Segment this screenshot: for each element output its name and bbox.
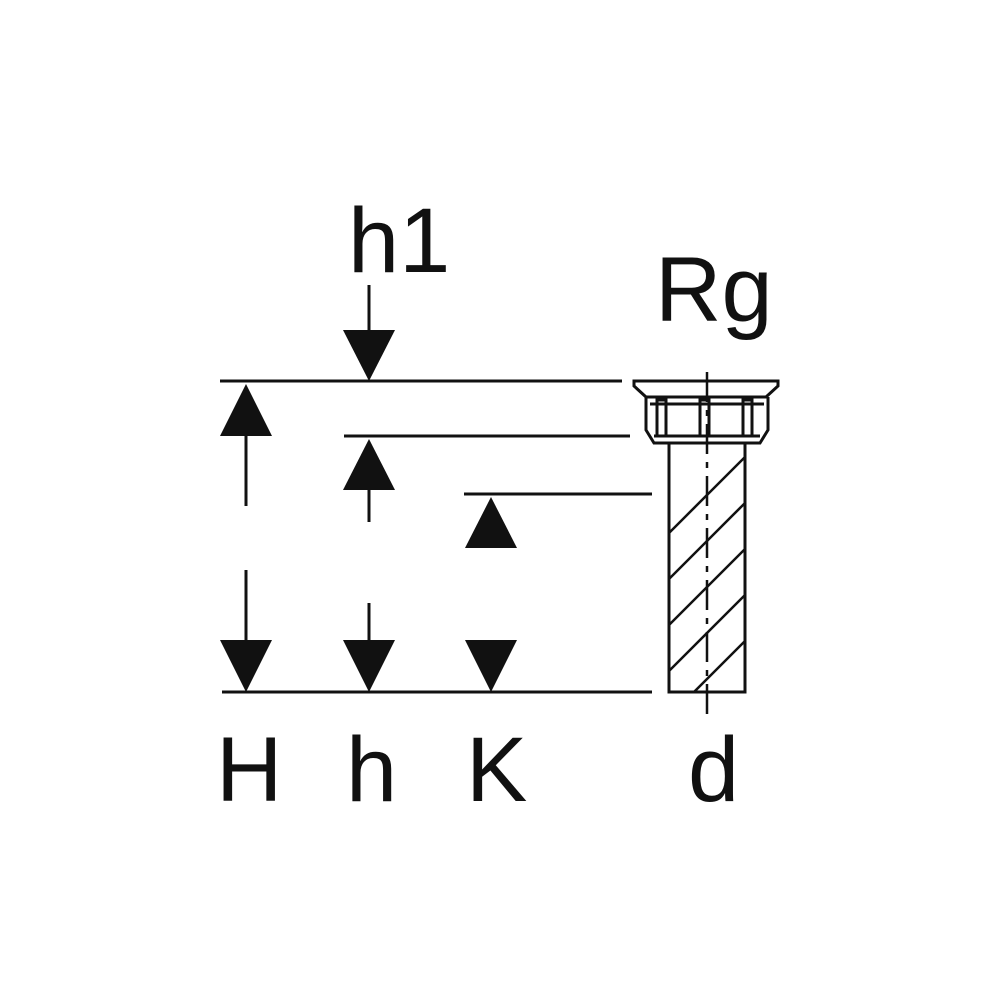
K-arrow-down-head — [465, 640, 517, 692]
label-d: d — [688, 719, 740, 821]
label-h1: h1 — [348, 190, 451, 292]
H-arrow-up-head — [220, 384, 272, 436]
nut-rib — [655, 398, 668, 438]
label-h: h — [346, 719, 398, 821]
nut-rib — [698, 398, 711, 438]
nut-rib — [741, 398, 754, 438]
H-arrow-down-head — [220, 640, 272, 692]
pipe-fitting — [632, 372, 780, 718]
label-K: K — [466, 719, 528, 821]
label-H: H — [216, 719, 283, 821]
h-arrow-up-head — [343, 439, 395, 490]
label-rg: Rg — [655, 239, 773, 341]
h-arrow-down-head — [343, 640, 395, 692]
h1-arrow-head — [343, 330, 395, 381]
fitting-flange — [632, 379, 780, 399]
K-arrow-up-head — [465, 497, 517, 548]
pipe-hatching — [669, 455, 745, 692]
